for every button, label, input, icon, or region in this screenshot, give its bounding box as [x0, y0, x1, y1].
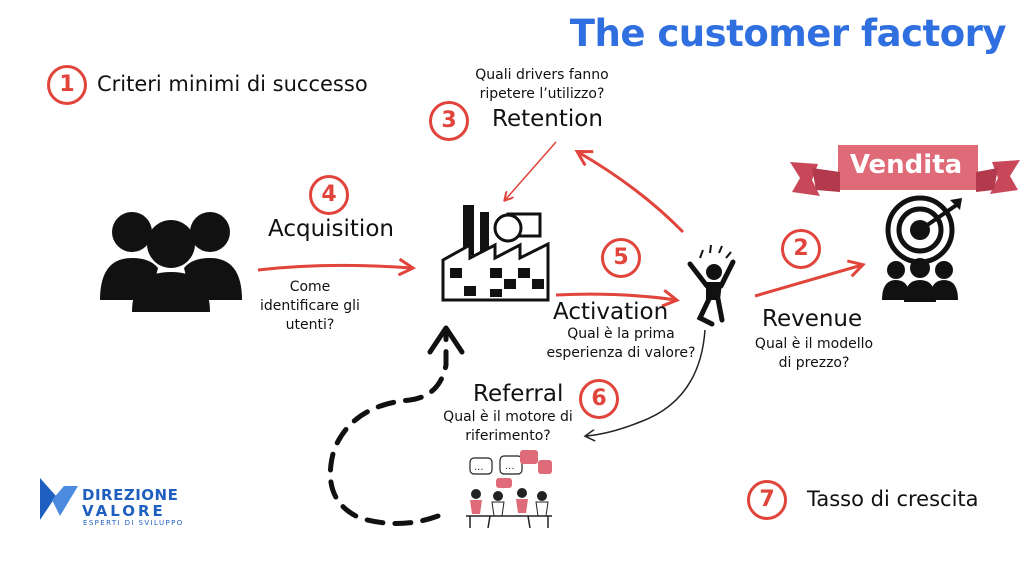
logo-text-line1: DIREZIONE — [82, 486, 179, 504]
step-4-badge: 4 — [309, 175, 349, 215]
referral-loop-arrowhead — [427, 325, 465, 355]
ribbon-banner-icon — [790, 145, 1020, 196]
referral-question: Qual è il motore di riferimento? — [443, 409, 573, 444]
svg-text:...: ... — [505, 461, 515, 472]
referral-arrow — [586, 329, 706, 436]
activation-label: Activation — [553, 299, 669, 325]
step-1-badge: 1 — [47, 65, 87, 105]
logo-tagline: ESPERTI DI SVILUPPO — [83, 519, 184, 527]
step-2-badge: 2 — [781, 229, 821, 269]
referral-label: Referral — [473, 381, 564, 407]
page-title: The customer factory — [569, 12, 1007, 55]
revenue-arrow — [754, 265, 862, 298]
revenue-question: Qual è il modello di prezzo? — [754, 336, 874, 371]
growth-label: Tasso di crescita — [807, 487, 979, 511]
activation-arrow — [555, 294, 676, 300]
retention-question: Quali drivers fanno ripetere l’utilizzo? — [475, 67, 609, 102]
people-chatting-icon: ... ... — [466, 450, 552, 529]
referral-loop-dashed-arrow — [327, 327, 449, 527]
step-7-badge: 7 — [747, 480, 787, 520]
acquisition-label: Acquisition — [268, 216, 394, 242]
criteria-label: Criteri minimi di successo — [97, 72, 368, 96]
acquisition-question: Come identificare gli utenti? — [260, 279, 360, 333]
revenue-label: Revenue — [762, 306, 863, 332]
acquisition-arrow — [257, 265, 412, 270]
step-3-badge: 3 — [429, 101, 469, 141]
jumping-person-icon — [687, 244, 736, 327]
step-6-badge: 6 — [579, 379, 619, 419]
direzione-valore-logo-mark — [40, 478, 78, 520]
vendita-banner-label: Vendita — [849, 150, 963, 180]
step-5-badge: 5 — [601, 238, 641, 278]
retention-arrow-in — [505, 141, 557, 200]
retention-label: Retention — [492, 106, 603, 132]
svg-text:...: ... — [474, 462, 484, 473]
target-audience-icon — [882, 195, 962, 302]
retention-arrow-out — [578, 152, 685, 234]
factory-icon — [441, 205, 550, 302]
users-group-icon — [100, 212, 242, 312]
logo-text-line2: VALORE — [82, 502, 166, 520]
activation-question: Qual è la prima esperienza di valore? — [546, 326, 696, 361]
